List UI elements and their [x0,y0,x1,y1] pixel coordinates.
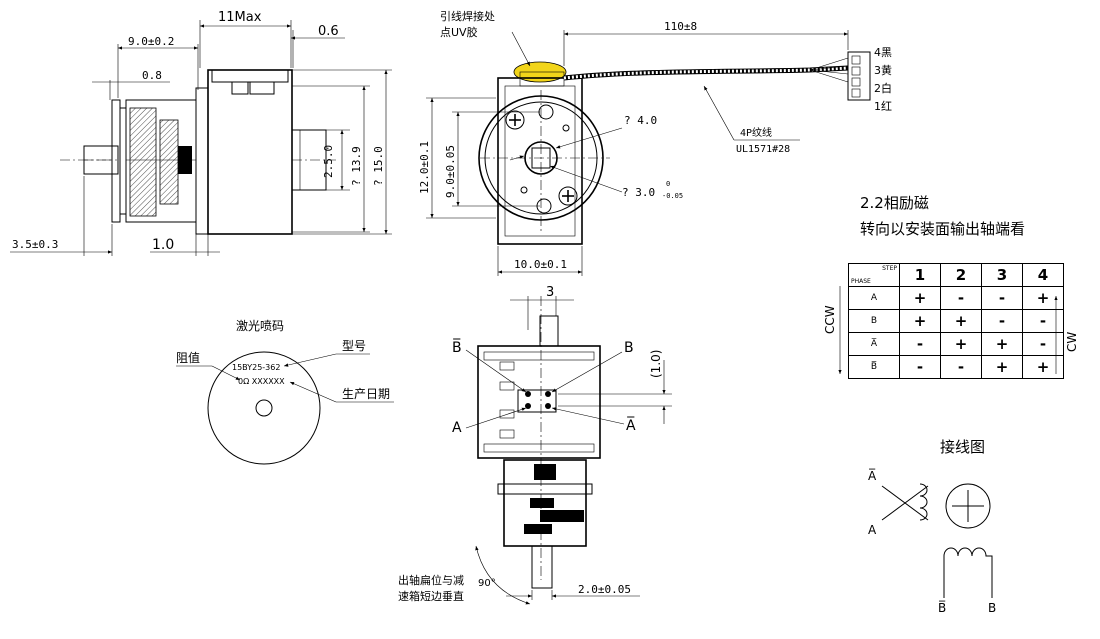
table-cell: - [899,332,941,356]
step-1-header: 1 [899,263,941,287]
dim-15: ? 15.0 [372,146,385,186]
label-b: B [624,340,634,356]
shaft-note-line2: 速箱短边垂直 [398,589,464,603]
dim-11max: 11Max [218,10,262,25]
table-header-row: STEP PHASE 1 2 3 4 [848,263,1064,287]
table-cell: - [981,286,1023,310]
step-3-header: 3 [981,263,1023,287]
dim-0-6: 0.6 [318,24,339,39]
label-b-bar: B̅ [452,338,462,356]
shaft-note-line1: 出轴扁位与减 [398,573,464,587]
dim-12: 12.0±0.1 [418,141,431,194]
step-sequence-table: STEP PHASE 1 2 3 4 A + - - + B + + - - A… [848,263,1064,379]
laser-marking-view: 激光喷码 15BY25-362 0Ω XXXXXX 阻值 型号 生产日期 [176,319,394,465]
table-cell: - [981,309,1023,333]
wiring-a-bar: A̅ [868,468,877,483]
glue-note-line2: 点UV胶 [440,25,478,39]
table-cell: - [1022,332,1064,356]
table-cell: + [981,332,1023,356]
table-cell: - [1022,309,1064,333]
dim-3-5: 3.5±0.3 [12,238,58,251]
step-2-header: 2 [940,263,982,287]
dim-1-0-ref: (1.0) [649,350,663,378]
resistance-label: 阻值 [176,350,200,365]
step-4-header: 4 [1022,263,1064,287]
angle-90: 90° [478,578,496,589]
wiring-b: B [988,601,996,615]
phase-label: A̅ [848,332,900,356]
dim-phi3-lower: -0.05 [662,192,683,200]
table-cell: + [981,355,1023,379]
dim-phi3-upper: 0 [666,180,670,188]
glue-note-line1: 引线焊接处 [440,9,495,23]
laser-code-resistance: 0Ω XXXXXX [238,377,285,386]
table-cell: + [899,286,941,310]
table-row: B + + - - [848,309,1064,333]
table-cell: + [1022,355,1064,379]
phase-label: A [848,286,900,310]
table-cell: - [940,355,982,379]
bottom-view: 3 (1.0) B̅ B A A̅ 出轴扁位与减 速箱短边垂直 90° 2.0±… [398,285,672,605]
table-corner-cell: STEP PHASE [848,263,900,287]
table-row: B̅ - - + + [848,355,1064,379]
model-label: 型号 [342,339,366,353]
wire-type: 4P纹线 [740,126,772,139]
dim-2-5: 2.5.0 [322,145,335,178]
wire-2-label: 2白 [874,81,892,95]
wire-4-label: 4黑 [874,46,892,59]
excitation-text: 2.2相励磁 [860,194,929,212]
corner-step-label: STEP [882,265,897,272]
dim-3: 3 [546,285,554,300]
dim-9-05: 9.0±0.05 [444,145,457,198]
gear-stack [126,107,196,217]
table-cell: + [899,309,941,333]
dim-phi4: ? 4.0 [624,114,657,127]
wire-spec: UL1571#28 [736,144,790,155]
dim-1-0: 1.0 [152,237,174,253]
rotation-note: 转向以安装面输出轴端看 [860,220,1025,238]
table-row: A̅ - + + - [848,332,1064,356]
table-cell: + [1022,286,1064,310]
wiring-title: 接线图 [940,438,985,456]
label-a: A [452,420,462,436]
dim-phi3: ? 3.0 [622,186,655,199]
wiring-b-bar: B̅ [938,600,946,615]
ccw-label: CCW [823,305,837,334]
date-label: 生产日期 [342,387,390,401]
wiring-a: A [868,523,877,537]
dim-110: 110±8 [664,20,697,33]
dim-9: 9.0±0.2 [128,35,174,48]
wiring-diagram: 接线图 A̅ A B̅ B [868,438,996,615]
front-view: 4黑 3黄 2白 1红 引线焊接处 点UV胶 110±8 4P纹线 UL1571… [418,9,892,276]
wire-3-label: 3黄 [874,63,892,77]
cw-label: CW [1065,332,1079,352]
dim-13-9: ? 13.9 [350,146,363,186]
table-row: A + - - + [848,286,1064,310]
dim-2: 2.0±0.05 [578,583,631,596]
table-cell: + [940,309,982,333]
phase-label: B̅ [848,355,900,379]
laser-code-model: 15BY25-362 [232,363,280,372]
table-cell: - [899,355,941,379]
laser-title: 激光喷码 [236,319,284,333]
phase-label: B [848,309,900,333]
dim-10: 10.0±0.1 [514,258,567,271]
label-a-bar: A̅ [626,416,636,434]
table-cell: - [940,286,982,310]
corner-phase-label: PHASE [851,278,871,285]
side-view: 11Max 0.6 9.0±0.2 0.8 3.5±0.3 1.0 2.5.0 … [10,10,392,256]
wire-1-label: 1红 [874,100,892,113]
table-cell: + [940,332,982,356]
dim-0-8: 0.8 [142,69,162,82]
